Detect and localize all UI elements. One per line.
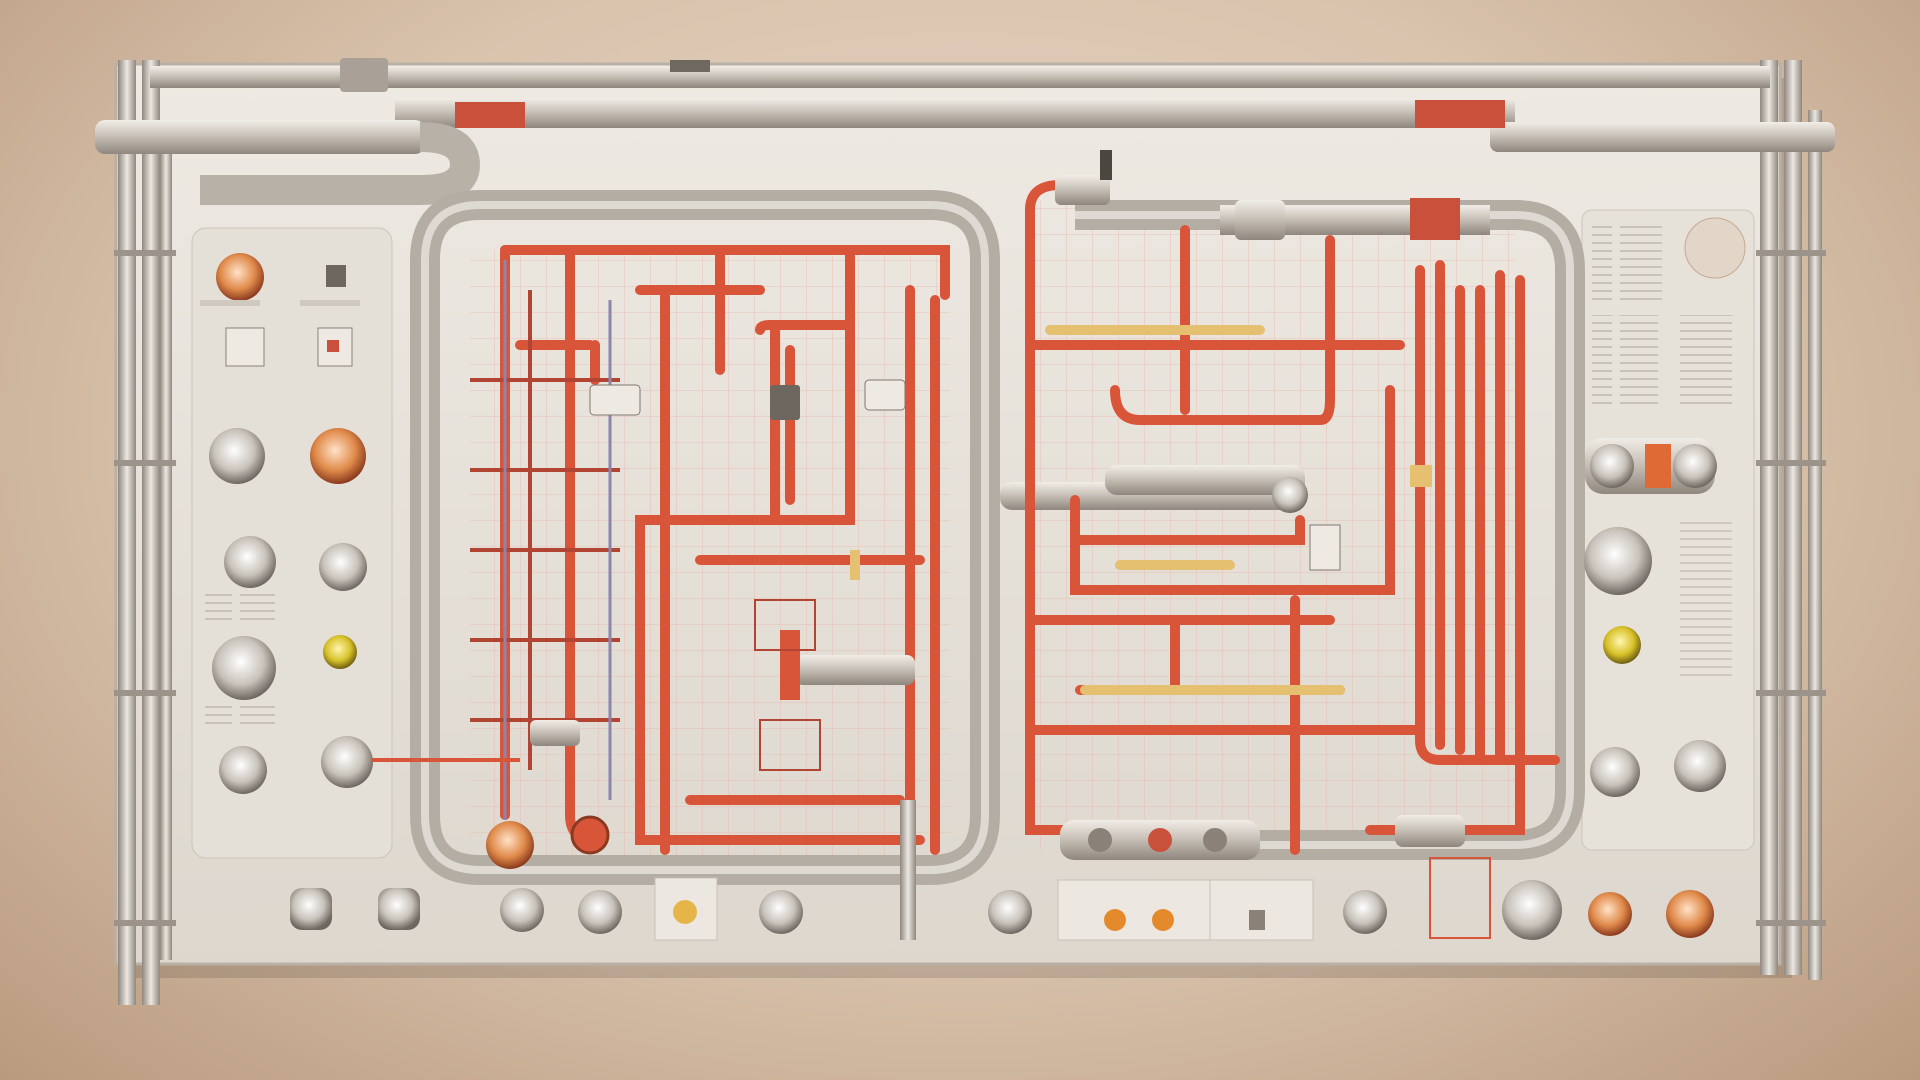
left-loop-highlight — [421, 201, 989, 874]
grey-cylinder-icon — [1105, 465, 1305, 495]
right-schematic-grid — [1025, 200, 1515, 850]
pressure-gauge-icon — [209, 428, 265, 484]
valve-icon — [1395, 815, 1465, 847]
valve-icon — [1343, 890, 1387, 934]
valve-icon — [500, 888, 544, 932]
pressure-gauge-icon — [319, 543, 367, 591]
switch-box-icon — [589, 384, 641, 416]
right-text-block — [1592, 220, 1662, 300]
switch-box-icon — [225, 327, 265, 367]
valve-icon — [1235, 200, 1285, 240]
switch-box-icon — [1309, 524, 1341, 571]
switch-box-icon — [317, 327, 353, 367]
right-seal-icon — [1684, 217, 1746, 279]
valve-icon — [770, 385, 800, 420]
switch-box-icon — [1249, 910, 1265, 930]
schematic-fittings — [486, 150, 1465, 869]
right-vertical-pipe-bundle — [1760, 60, 1822, 980]
bottom-valve-row — [290, 800, 1714, 941]
pressure-gauge-icon — [219, 746, 267, 794]
valve-icon — [378, 888, 420, 930]
tag-icon — [1410, 465, 1432, 487]
right-text-block — [1680, 315, 1740, 405]
pressure-gauge-icon — [486, 821, 534, 869]
indicator-light-icon — [1603, 626, 1641, 664]
valve-icon — [530, 720, 580, 746]
right-text-block — [1592, 315, 1658, 405]
valve-icon — [1055, 175, 1110, 205]
pressure-gauge-icon — [224, 536, 276, 588]
cylinder-tank-icon — [795, 655, 915, 685]
pipe-clamps — [114, 250, 1826, 926]
indicator-light-icon — [1104, 909, 1126, 931]
valve-icon — [1502, 880, 1562, 940]
valve-icon — [988, 890, 1032, 934]
indicator-light-icon — [1152, 909, 1174, 931]
valve-icon — [578, 890, 622, 934]
pressure-gauge-icon — [1272, 477, 1308, 513]
indicator-light-icon — [323, 635, 357, 669]
right-loop-highlight — [1075, 211, 1574, 849]
switch-box-icon — [326, 265, 346, 287]
pressure-gauge-icon — [321, 736, 373, 788]
top-pipe-header — [95, 58, 1835, 205]
left-purple-lines — [503, 260, 612, 820]
left-vertical-pipe-bundle — [118, 60, 172, 1005]
right-brass-pipes — [1045, 325, 1345, 695]
valve-icon — [570, 815, 610, 855]
right-instruments — [1584, 438, 1726, 797]
valve-icon — [1666, 890, 1714, 938]
pressure-gauge-icon — [1590, 747, 1640, 797]
right-text-block — [1680, 520, 1740, 680]
switch-box-icon — [654, 877, 718, 941]
control-panel-box — [1057, 879, 1314, 941]
pressure-gauge-icon — [310, 428, 366, 484]
red-sleeve — [1415, 100, 1505, 128]
red-sleeve — [455, 102, 525, 128]
pressure-gauge-icon — [1584, 527, 1652, 595]
valve-icon — [759, 890, 803, 934]
left-gauges — [200, 253, 520, 794]
pressure-gauge-icon — [212, 636, 276, 700]
pressure-gauge-icon — [1674, 740, 1726, 792]
pressure-gauge-icon — [216, 253, 264, 301]
valve-icon — [1588, 892, 1632, 936]
switch-box-icon — [864, 379, 906, 411]
valve-icon — [290, 888, 332, 930]
